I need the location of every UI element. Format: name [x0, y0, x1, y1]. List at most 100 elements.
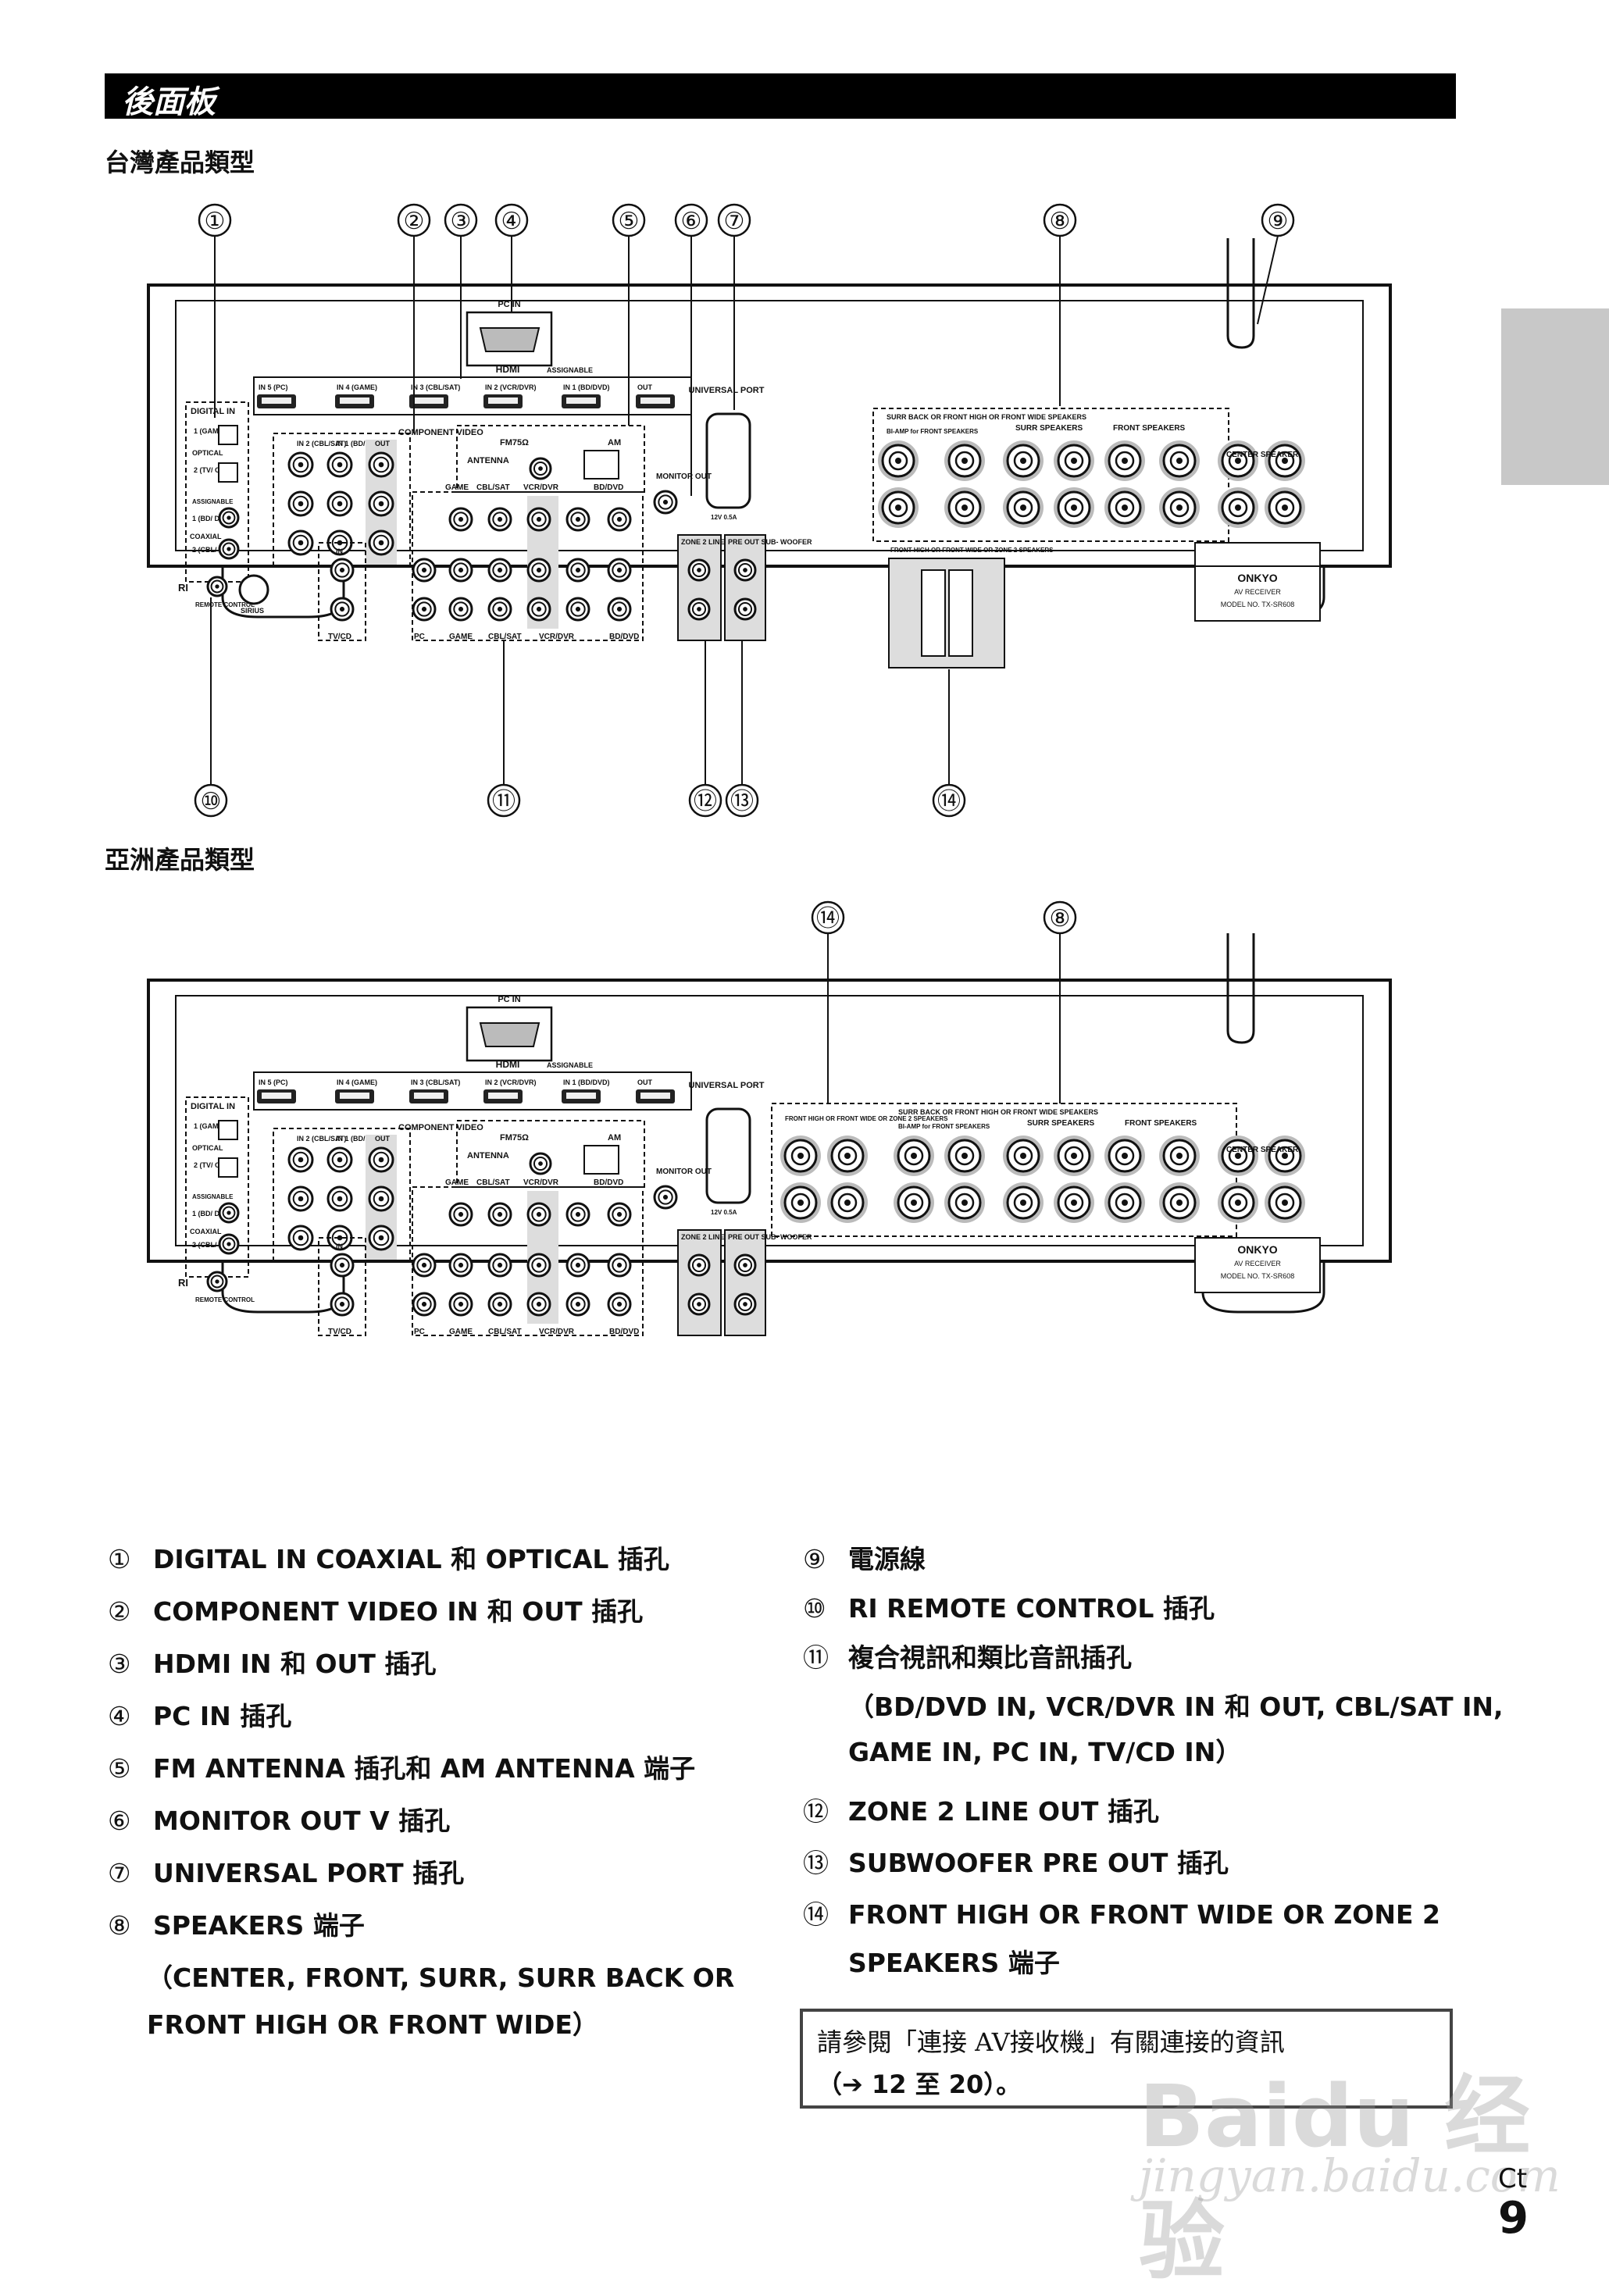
component-in2-label: IN 2 (CBL/SAT) [297, 440, 346, 447]
legend-text: SUBWOOFER PRE OUT 插孔 [848, 1848, 1229, 1878]
rca-jack-ring [373, 456, 390, 473]
callout-number: ⑤ [619, 209, 640, 234]
universal-port-label: UNIVERSAL PORT [689, 386, 765, 395]
legend-text: MONITOR OUT V 插孔 [153, 1806, 451, 1836]
speaker-terminal-pin [1122, 504, 1128, 511]
rca-jack-pin [458, 1301, 464, 1307]
rca-jack-ring [373, 534, 390, 551]
speaker-terminal-inner [1013, 451, 1033, 471]
sirius-port [238, 574, 269, 605]
speaker-terminal-inner [1169, 451, 1190, 471]
composite-top-label: CBL/SAT [476, 483, 510, 492]
rca-jack-ring [492, 601, 508, 617]
composite-group [412, 1186, 644, 1336]
speaker-terminal-inner [1275, 1193, 1295, 1213]
callout-number: ⑦ [724, 209, 745, 234]
coaxial-1-label: 1 (BD/ DVD) [192, 515, 232, 522]
zone2-line-out-label: ZONE 2 LINE OUT [681, 538, 742, 546]
rca-jack-ring [531, 1296, 547, 1312]
rca-jack-pin [575, 1301, 581, 1307]
speaker-terminal-pin [1071, 458, 1077, 464]
rca-jack-pin [743, 568, 747, 572]
rca-jack-ring [570, 1207, 586, 1222]
rca-jack-pin [743, 1263, 747, 1267]
hdmi-port-slot [640, 398, 670, 404]
hdmi-port-slot [414, 398, 444, 404]
composite-top-label: GAME [445, 483, 469, 492]
legend-number: ⑪ [803, 1642, 829, 1673]
subwoofer-group [724, 1229, 766, 1336]
component-video-label: COMPONENT VIDEO [398, 428, 483, 437]
rca-jack-ring [416, 1257, 432, 1273]
speaker-terminal-pin [1282, 1200, 1288, 1206]
rca-jack-ring [222, 1237, 236, 1251]
rca-jack-ring [531, 601, 547, 617]
rca-jack-pin [378, 1196, 384, 1202]
rca-jack-pin [378, 501, 384, 507]
rca-jack-pin [227, 1210, 231, 1215]
receiver-panel [175, 300, 1364, 551]
rca-jack-pin [662, 499, 669, 505]
hdmi-input-label: IN 5 (PC) [259, 1078, 288, 1086]
legend-number: ① [108, 1544, 131, 1574]
antenna-group [456, 425, 645, 493]
legend-number: ⑬ [803, 1848, 829, 1878]
speaker-terminal-inner [790, 1146, 811, 1166]
composite-top-label: VCR/DVR [523, 483, 559, 492]
callout-number: ⑨ [1268, 209, 1289, 234]
leader-line [1257, 235, 1279, 325]
vga-port [479, 327, 540, 352]
rca-jack-ring [570, 1296, 586, 1312]
universal-port-label: UNIVERSAL PORT [689, 1081, 765, 1090]
rca-jack-pin [536, 1211, 542, 1218]
speaker-terminal-inner [954, 1146, 975, 1166]
hdmi-assignable-label: ASSIGNABLE [547, 1061, 593, 1069]
speaker-terminal-pin [797, 1200, 804, 1206]
subwoofer-group [724, 534, 766, 641]
legend-number: ⑫ [803, 1796, 829, 1827]
speaker-terminal-inner [904, 1193, 924, 1213]
rca-jack-pin [298, 540, 304, 546]
hdmi-input-label: IN 2 (VCR/DVR) [485, 1078, 537, 1086]
rca-jack-ring [570, 1257, 586, 1273]
hdmi-label: HDMI [496, 1059, 520, 1070]
speaker-terminal-pin [1282, 504, 1288, 511]
tv-cd-label: TV/CD [328, 633, 351, 641]
speaker-terminal-pin [844, 1200, 851, 1206]
rca-jack-pin [536, 1262, 542, 1268]
rca-jack-pin [378, 1235, 384, 1241]
rca-jack-pin [337, 1196, 343, 1202]
legend-number: ② [108, 1596, 131, 1627]
hdmi-group [253, 1071, 692, 1111]
speaker-terminal-inner [1275, 1146, 1295, 1166]
speaker-terminal-inner [837, 1193, 858, 1213]
speaker-terminal-inner [1064, 1146, 1084, 1166]
optical-port [218, 425, 238, 445]
rca-jack-pin [697, 1302, 701, 1307]
monitor-out-label: MONITOR OUT [656, 472, 712, 481]
rca-jack-ring [612, 1207, 627, 1222]
rca-jack-ring [492, 512, 508, 527]
hdmi-input-label: OUT [637, 383, 653, 391]
optical-1-label: 1 (GAME) [194, 1122, 226, 1130]
callout-number: ③ [451, 209, 472, 234]
rca-jack-ring [612, 1296, 627, 1312]
rca-jack-ring [453, 1257, 469, 1273]
tv-cd-group [318, 1237, 366, 1336]
rca-jack-pin [421, 606, 427, 612]
sirius-label: SIRIUS [241, 607, 264, 615]
note-line-2: （➔ 12 至 20）。 [817, 2070, 1022, 2099]
rca-jack-pin [575, 1262, 581, 1268]
hdmi-port-slot [340, 398, 369, 404]
rca-jack-pin [215, 584, 219, 589]
universal-port-connector [705, 412, 751, 509]
rca-jack-ring [533, 461, 548, 476]
composite-bottom-label: VCR/DVR [539, 1328, 575, 1336]
rca-jack-pin [339, 1301, 345, 1307]
